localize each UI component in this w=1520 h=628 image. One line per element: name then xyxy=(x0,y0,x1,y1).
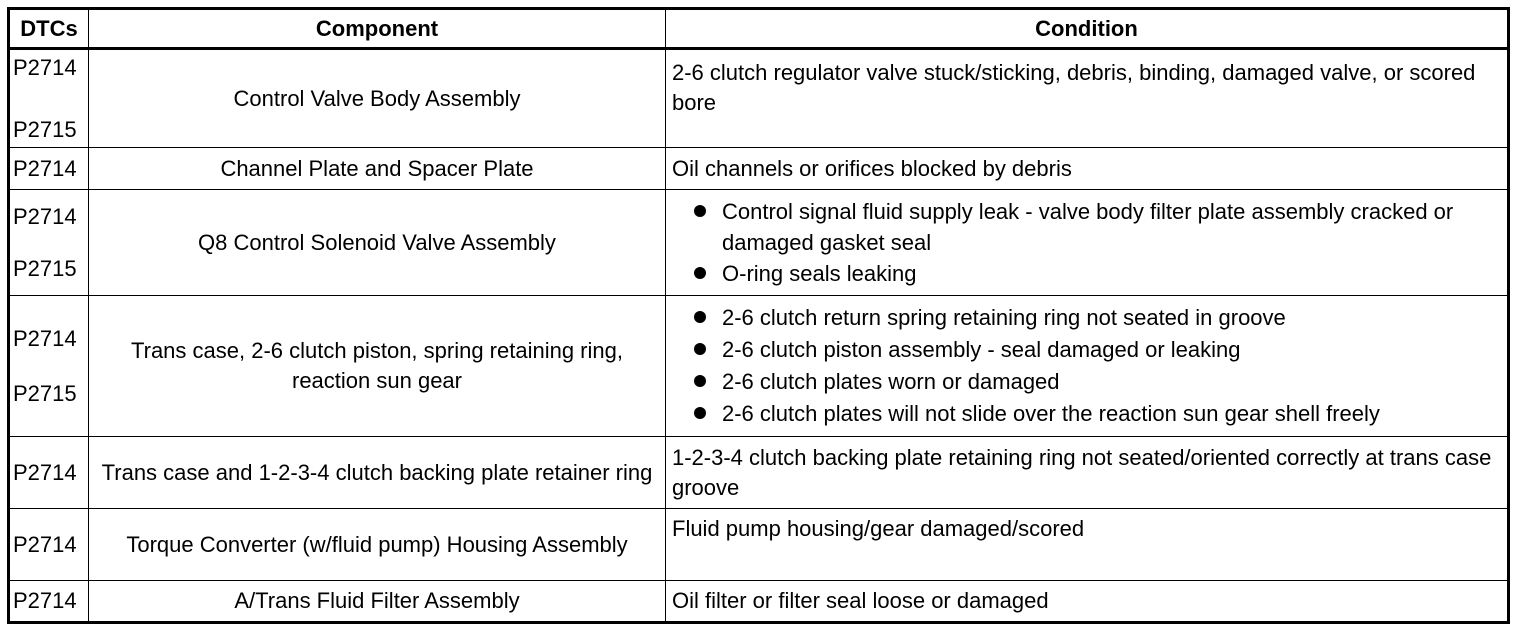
dtc-cell: P2714 xyxy=(8,436,89,509)
table-row: P2714 P2715 Control Valve Body Assembly … xyxy=(8,48,1509,148)
condition-cell: Fluid pump housing/gear damaged/scored xyxy=(665,508,1509,581)
condition-cell: 2-6 clutch regulator valve stuck/stickin… xyxy=(665,48,1509,148)
condition-cell: Control signal fluid supply leak - valve… xyxy=(665,189,1509,296)
table-row: P2714 Channel Plate and Spacer Plate Oil… xyxy=(8,147,1509,190)
dtc-cell: P2714 P2715 xyxy=(8,48,89,148)
condition-cell: 2-6 clutch return spring retaining ring … xyxy=(665,295,1509,437)
bullet-icon xyxy=(694,205,706,217)
dtc-cell: P2714 xyxy=(8,147,89,190)
bullet-icon xyxy=(694,267,706,279)
dtc-code: P2714 xyxy=(13,531,77,557)
dtc-code: P2714 xyxy=(13,325,77,351)
table-header-row: DTCs Component Condition xyxy=(8,8,1509,50)
list-item: 2-6 clutch return spring retaining ring … xyxy=(672,302,1503,334)
list-item: 2-6 clutch plates will not slide over th… xyxy=(672,398,1503,430)
list-item: Control signal fluid supply leak - valve… xyxy=(672,196,1503,258)
table-row: P2714 P2715 Q8 Control Solenoid Valve As… xyxy=(8,189,1509,296)
dtc-cell: P2714 P2715 xyxy=(8,295,89,437)
dtc-code: P2714 xyxy=(13,155,77,181)
dtc-cell: P2714 xyxy=(8,508,89,581)
dtc-cell: P2714 xyxy=(8,580,89,623)
component-cell: Trans case and 1-2-3-4 clutch backing pl… xyxy=(88,436,666,509)
dtc-code: P2714 xyxy=(13,203,77,229)
bullet-icon xyxy=(694,407,706,419)
header-dtcs: DTCs xyxy=(8,8,89,50)
header-condition: Condition xyxy=(665,8,1509,50)
bullet-icon xyxy=(694,375,706,387)
condition-bullet-list: Control signal fluid supply leak - valve… xyxy=(672,196,1503,289)
component-cell: Control Valve Body Assembly xyxy=(88,48,666,148)
dtc-code: P2715 xyxy=(13,116,77,142)
table-row: P2714 Torque Converter (w/fluid pump) Ho… xyxy=(8,508,1509,581)
dtc-diagnostic-table: DTCs Component Condition P2714 P2715 Con… xyxy=(7,7,1510,624)
table-row: P2714 P2715 Trans case, 2-6 clutch pisto… xyxy=(8,295,1509,437)
list-item: 2-6 clutch plates worn or damaged xyxy=(672,366,1503,398)
bullet-icon xyxy=(694,311,706,323)
dtc-code: P2715 xyxy=(13,380,77,406)
list-item: 2-6 clutch piston assembly - seal damage… xyxy=(672,334,1503,366)
condition-cell: Oil channels or orifices blocked by debr… xyxy=(665,147,1509,190)
table-row: P2714 A/Trans Fluid Filter Assembly Oil … xyxy=(8,580,1509,623)
condition-cell: 1-2-3-4 clutch backing plate retaining r… xyxy=(665,436,1509,509)
table-row: P2714 Trans case and 1-2-3-4 clutch back… xyxy=(8,436,1509,509)
dtc-cell: P2714 P2715 xyxy=(8,189,89,296)
component-cell: Torque Converter (w/fluid pump) Housing … xyxy=(88,508,666,581)
condition-cell: Oil filter or filter seal loose or damag… xyxy=(665,580,1509,623)
component-cell: A/Trans Fluid Filter Assembly xyxy=(88,580,666,623)
dtc-code: P2714 xyxy=(13,54,77,80)
component-cell: Trans case, 2-6 clutch piston, spring re… xyxy=(88,295,666,437)
bullet-icon xyxy=(694,343,706,355)
list-item: O-ring seals leaking xyxy=(672,258,1503,289)
document-page: DTCs Component Condition P2714 P2715 Con… xyxy=(7,7,1510,624)
dtc-code: P2714 xyxy=(13,588,77,613)
component-cell: Channel Plate and Spacer Plate xyxy=(88,147,666,190)
dtc-code: P2714 xyxy=(13,459,77,485)
condition-bullet-list: 2-6 clutch return spring retaining ring … xyxy=(672,302,1503,430)
dtc-code: P2715 xyxy=(13,255,77,281)
component-cell: Q8 Control Solenoid Valve Assembly xyxy=(88,189,666,296)
header-component: Component xyxy=(88,8,666,50)
